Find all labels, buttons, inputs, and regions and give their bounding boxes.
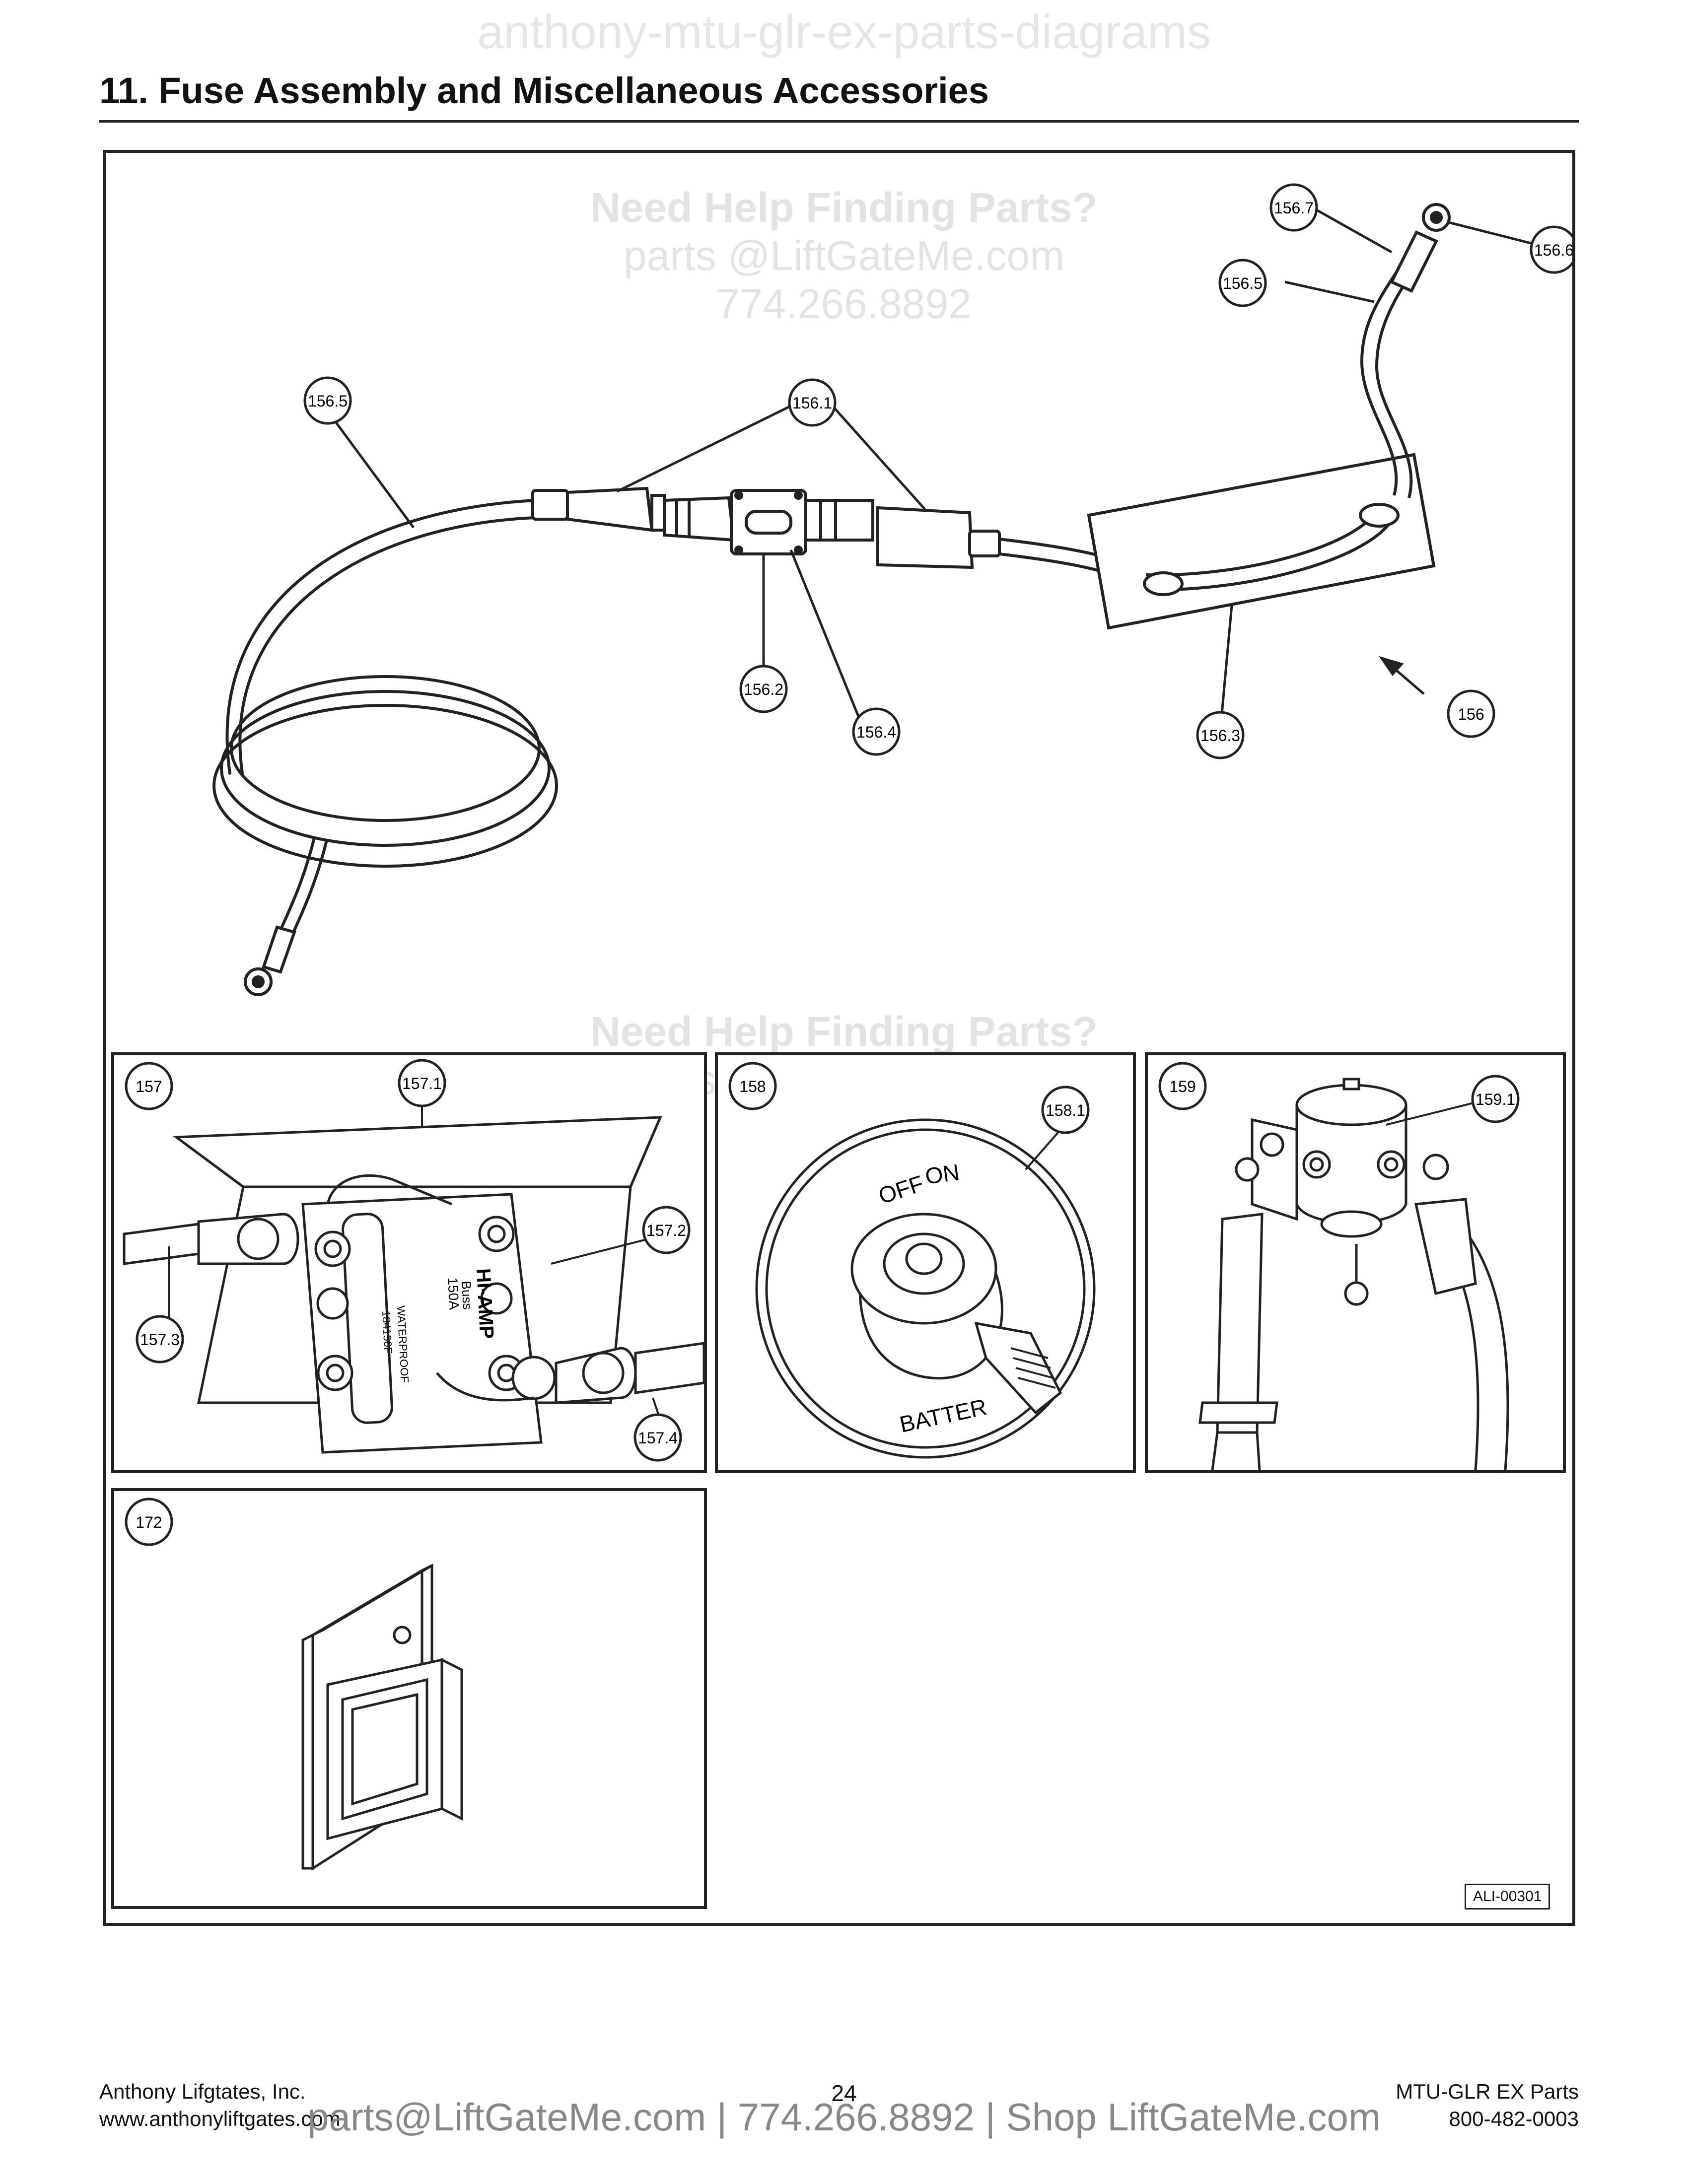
callout-156: 156 xyxy=(1447,689,1495,738)
help-watermark-line1-lower: Need Help Finding Parts? xyxy=(590,1008,1098,1055)
footer-watermark: parts@LiftGateMe.com | 774.266.8892 | Sh… xyxy=(307,2095,1381,2139)
breaker-buss-text: Buss xyxy=(459,1281,475,1310)
fuse-holder xyxy=(730,489,807,555)
svg-text:156.3: 156.3 xyxy=(1200,727,1240,745)
svg-text:157.3: 157.3 xyxy=(140,1331,180,1349)
callout-156-5-left: 156.5 xyxy=(303,376,352,425)
cable-coil xyxy=(212,499,558,963)
callout-157-4: 157.4 xyxy=(633,1413,682,1462)
inset-157-circuit-breaker: HI-AMP Buss 150A WATERPROOF 184150F 157 … xyxy=(111,1052,707,1473)
top-watermark: anthony-mtu-glr-ex-parts-diagrams xyxy=(477,5,1211,59)
svg-text:156.5: 156.5 xyxy=(1223,274,1263,292)
inset-158-battery-switch: OFF ON BATTER 158 158.1 xyxy=(715,1052,1136,1473)
diagram-frame xyxy=(103,150,1575,1926)
svg-text:172: 172 xyxy=(136,1513,162,1531)
svg-text:158: 158 xyxy=(739,1078,766,1095)
reference-code: ALI-00301 xyxy=(1465,1884,1550,1910)
callout-157-1: 157.1 xyxy=(398,1059,446,1107)
cable-tag xyxy=(1087,453,1436,630)
callout-157-2: 157.2 xyxy=(642,1206,691,1254)
main-cable-diagram: 156.7 156.6 156.5 156.5 156.1 156.2 156.… xyxy=(212,183,1572,996)
page-number: 24 xyxy=(831,2080,857,2106)
callout-157: 157 xyxy=(125,1062,173,1110)
help-watermark-upper: Need Help Finding Parts? parts @LiftGate… xyxy=(571,184,1117,328)
svg-text:156.7: 156.7 xyxy=(1274,199,1314,217)
svg-text:158.1: 158.1 xyxy=(1046,1101,1085,1119)
callout-156-1: 156.1 xyxy=(788,378,837,427)
assembly-arrow xyxy=(1378,656,1425,695)
upper-cable xyxy=(1360,271,1413,498)
breaker-part-text: 184150F xyxy=(380,1310,395,1354)
right-connector xyxy=(804,499,1001,569)
callout-156-2: 156.2 xyxy=(739,665,788,713)
callout-156-3: 156.3 xyxy=(1196,711,1245,759)
svg-text:156.4: 156.4 xyxy=(856,723,896,741)
switch-bracket-drawing: 172 xyxy=(125,1498,463,1871)
svg-text:159: 159 xyxy=(1169,1078,1196,1095)
help-watermark-line2: parts @LiftGateMe.com xyxy=(623,232,1065,279)
inset-159-solenoid: 159 159.1 xyxy=(1145,1052,1566,1473)
callout-157-3: 157.3 xyxy=(136,1315,184,1364)
svg-text:156.1: 156.1 xyxy=(792,394,832,412)
breaker-amps-text: 150A xyxy=(445,1277,462,1310)
callout-156-5-top: 156.5 xyxy=(1218,259,1267,307)
svg-text:157.1: 157.1 xyxy=(402,1075,442,1092)
svg-text:157: 157 xyxy=(136,1078,162,1095)
callout-158-1: 158.1 xyxy=(1041,1086,1090,1134)
callout-156-7: 156.7 xyxy=(1269,183,1318,232)
svg-text:156.6: 156.6 xyxy=(1534,241,1572,259)
switch-on-text: ON xyxy=(923,1159,961,1189)
svg-text:156.2: 156.2 xyxy=(744,681,783,698)
svg-text:156.5: 156.5 xyxy=(308,392,348,410)
svg-text:159.1: 159.1 xyxy=(1476,1091,1515,1108)
callout-172: 172 xyxy=(125,1498,173,1546)
svg-text:156: 156 xyxy=(1458,705,1484,723)
page-title: 11. Fuse Assembly and Miscellaneous Acce… xyxy=(99,70,989,111)
battery-switch-drawing: OFF ON BATTER 158 158.1 xyxy=(728,1062,1096,1459)
circuit-breaker-drawing: HI-AMP Buss 150A WATERPROOF 184150F 157 … xyxy=(123,1059,704,1462)
title-rule xyxy=(99,120,1579,123)
breaker-brand-text: HI-AMP xyxy=(472,1268,497,1339)
callout-156-4: 156.4 xyxy=(852,707,901,756)
callout-159-1: 159.1 xyxy=(1471,1075,1520,1123)
callout-158: 158 xyxy=(728,1062,777,1110)
footer-website[interactable]: www.anthonyliftgates.com xyxy=(99,2107,341,2130)
callout-159: 159 xyxy=(1158,1062,1207,1110)
upper-ring-terminal xyxy=(1389,203,1451,293)
callout-156-6: 156.6 xyxy=(1530,225,1572,274)
svg-text:157.4: 157.4 xyxy=(638,1429,678,1447)
inset-172-switch-bracket: 172 xyxy=(111,1488,707,1909)
footer-phone: 800-482-0003 xyxy=(1449,2107,1579,2130)
lower-ring-terminal xyxy=(244,925,296,996)
left-connector xyxy=(531,486,736,542)
footer-product: MTU-GLR EX Parts xyxy=(1396,2080,1579,2103)
help-watermark-line1: Need Help Finding Parts? xyxy=(590,184,1098,231)
footer-company: Anthony Lifgtates, Inc. xyxy=(99,2080,306,2103)
svg-text:157.2: 157.2 xyxy=(646,1222,686,1239)
help-watermark-line3: 774.266.8892 xyxy=(716,280,972,327)
callouts: 156.7 156.6 156.5 156.5 156.1 156.2 156.… xyxy=(303,183,1572,759)
solenoid-drawing: 159 159.1 xyxy=(1158,1062,1520,1470)
